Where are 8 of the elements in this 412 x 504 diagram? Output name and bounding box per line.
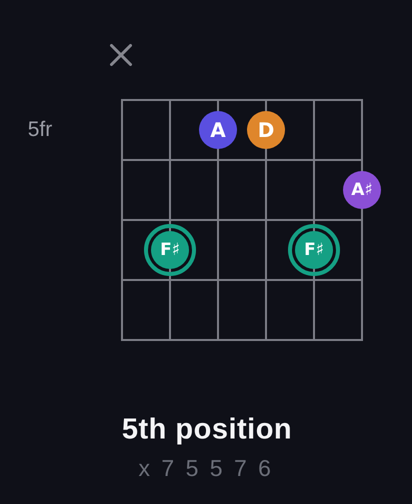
chord-title: 5th position (122, 413, 292, 447)
note-dot: A♯ (343, 171, 381, 209)
fingering-label: x 7 5 5 7 6 (138, 454, 274, 482)
root-note-dot: F♯ (288, 224, 340, 276)
root-note-dot: F♯ (144, 224, 196, 276)
fret-number-label: 5fr (28, 118, 52, 142)
note-dot: D (247, 111, 285, 149)
note-dot: A (199, 111, 237, 149)
